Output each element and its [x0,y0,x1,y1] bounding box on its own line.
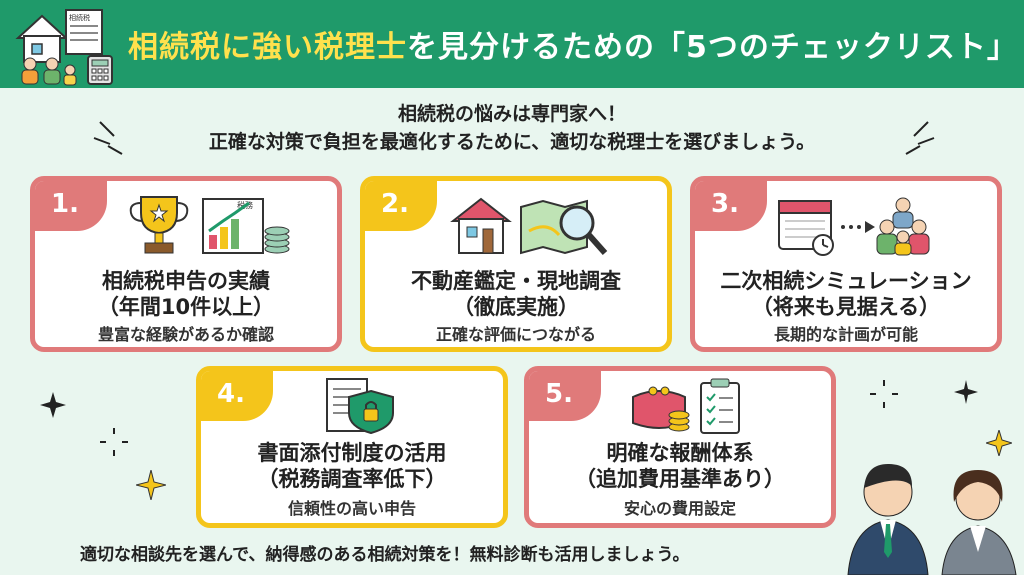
card-note: 信頼性の高い申告 [287,499,416,518]
card-subtitle: （年間10件以上） [97,295,275,319]
card-number: 5. [529,371,601,421]
sparkle-icon [40,392,66,418]
card-title: 相続税申告の実績 [102,269,270,293]
checklist-card-5: 5. 明確な報酬体系 （追加費用基準あり） 安心の費用設定 [524,366,836,528]
card-subtitle: （徹底実施） [453,295,579,319]
dots-burst-icon [870,380,898,408]
burst-lines-left [93,121,123,155]
checklist-card-4: 4. 書面添付制度の活用 （税務調査率低下） 信頼性の高い申告 [196,366,508,528]
card-subtitle: （追加費用基準あり） [575,467,785,491]
checklist-card-3: 3. 二次相続シミュレーション （将来も見据える） 長期的な計画が可能 [690,176,1002,352]
wallet-checklist-icon [632,378,740,434]
card-note: 豊富な経験があるか確認 [97,325,274,344]
card-note: 正確な評価につながる [435,325,596,344]
sparkle-icon [954,380,978,404]
dots-burst-icon [100,428,128,456]
card-number: 1. [35,181,107,231]
document-shield-icon [326,378,394,435]
title-highlight: 相続税に強い税理士 [128,30,407,65]
card-note: 長期的な計画が可能 [773,325,918,344]
sparkle-icon [136,470,166,500]
advisors-illustration [847,464,1017,575]
footer-message: 適切な相談先を選んで、納得感のある相続対策を！無料診断も活用しましょう。 [80,545,690,565]
card-number: 4. [201,371,273,421]
calendar-family-icon [778,197,930,256]
card-title: 不動産鑑定・現地調査 [411,269,621,293]
checklist-card-1: 1. 税務 相続税申告の実績 （年間10件以上） 豊富な経験があるか確認 [30,176,342,352]
card-title: 明確な報酬体系 [606,441,754,465]
burst-lines-right [905,121,935,155]
card-title: 書面添付制度の活用 [257,441,447,465]
card-number: 2. [365,181,437,231]
checklist-card-2: 2. 不動産鑑定・現地調査 （徹底実施） 正確な評価につながる [360,176,672,352]
card-subtitle: （税務調査率低下） [257,467,447,491]
header-banner: 相続税 相続税に強い税理士を見分けるための「5つのチェックリスト」 [0,0,1024,88]
doc-label: 相続税 [69,13,90,22]
trophy-chart-icon: 税務 [129,196,290,254]
card-number: 3. [695,181,767,231]
card-subtitle: （将来も見据える） [751,295,941,319]
house-map-magnifier-icon [450,197,608,255]
card-note: 安心の費用設定 [623,499,736,518]
house-family-calculator-icon: 相続税 [15,9,113,86]
title-rest: を見分けるための「5つのチェックリスト」 [407,30,1018,65]
intro-line-1: 相続税の悩みは専門家へ！ [397,103,626,125]
card-title: 二次相続シミュレーション [720,269,972,293]
intro-line-2: 正確な対策で負担を最適化するために、適切な税理士を選びましょう。 [208,131,816,153]
intro-text: 相続税の悩みは専門家へ！ 正確な対策で負担を最適化するために、適切な税理士を選び… [0,100,1024,156]
page-title: 相続税に強い税理士を見分けるための「5つのチェックリスト」 [128,22,1018,66]
sparkle-icon [986,430,1012,456]
